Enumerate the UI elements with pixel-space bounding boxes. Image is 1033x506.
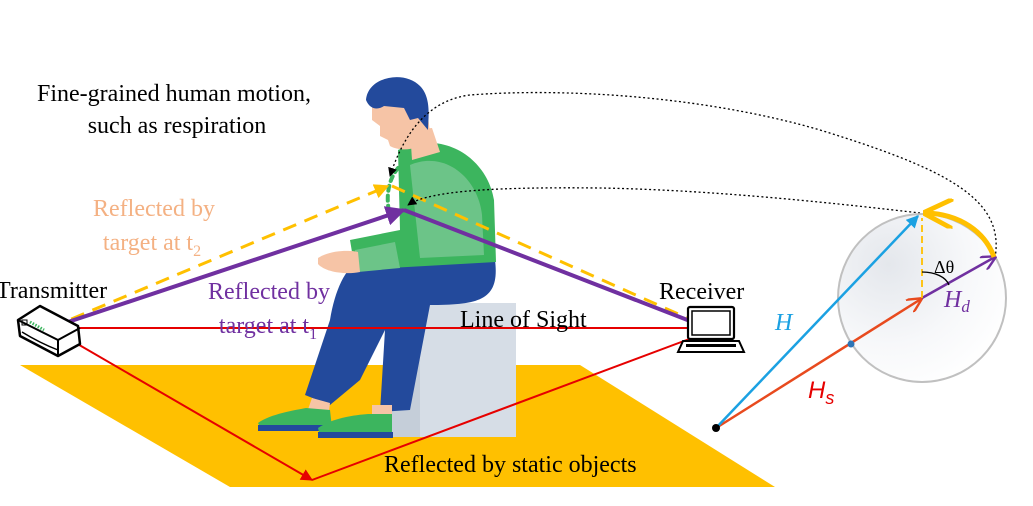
static-objects-label: Reflected by static objects xyxy=(384,452,637,478)
transmitter-icon xyxy=(16,304,82,358)
vector-hs xyxy=(715,299,921,430)
vector-hs-label: Hs xyxy=(808,377,834,408)
vector-hs-main: H xyxy=(808,377,826,404)
reflected-t1-line2: target at t xyxy=(219,313,310,339)
reflection-t2-path xyxy=(49,184,706,330)
vector-hd xyxy=(921,257,995,300)
transmitter-label: Transmitter xyxy=(0,278,107,304)
receiver-laptop-icon xyxy=(676,305,746,353)
reflected-t2-label: Reflected by target at t2 xyxy=(93,196,221,260)
dotted-connector-outer xyxy=(388,91,997,259)
reflected-t2-line2: target at t xyxy=(103,230,194,256)
vector-h-label: H xyxy=(774,310,794,336)
reflected-t1-subscript: 1 xyxy=(309,326,317,343)
vector-h xyxy=(715,215,919,429)
reflected-t1-label: Reflected by target at t1 xyxy=(208,279,336,343)
vector-hd-main: H xyxy=(943,287,963,313)
reflected-t1-line1: Reflected by xyxy=(208,279,330,305)
origin-dot xyxy=(712,424,720,432)
static-reflection-path xyxy=(49,327,710,481)
line-of-sight-label: Line of Sight xyxy=(460,307,587,333)
receiver-label: Receiver xyxy=(659,279,744,305)
vector-hd-subscript: d xyxy=(961,297,970,316)
delta-theta-label: Δθ xyxy=(934,257,954,277)
phasor-diagram xyxy=(712,213,1007,432)
circle-intersection-dot xyxy=(847,340,855,348)
motion-caption: Fine-grained human motion, such as respi… xyxy=(37,81,317,139)
vector-hs-subscript: s xyxy=(825,388,834,408)
reflected-t2-subscript: 2 xyxy=(193,243,201,260)
angle-arc xyxy=(921,271,950,286)
motion-caption-line2: such as respiration xyxy=(88,113,267,139)
motion-caption-line1: Fine-grained human motion, xyxy=(37,81,311,107)
rotation-arc xyxy=(926,213,997,258)
reflected-t2-line1: Reflected by xyxy=(93,196,215,222)
vector-hd-label: Hd xyxy=(943,287,970,316)
reflection-t1-path xyxy=(49,206,710,331)
dotted-connector-inner xyxy=(407,187,921,214)
